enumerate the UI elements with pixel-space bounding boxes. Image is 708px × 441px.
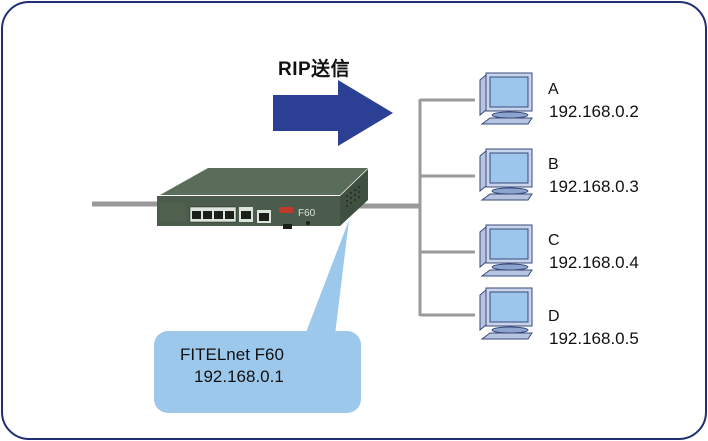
router-name: FITELnet F60 bbox=[180, 345, 284, 364]
pc-a-label: A bbox=[548, 81, 559, 98]
pc-d-ip: 192.168.0.5 bbox=[549, 329, 639, 348]
pc-b-ip: 192.168.0.3 bbox=[549, 177, 639, 196]
pc-b-icon bbox=[479, 148, 533, 201]
router-icon: F60 bbox=[157, 168, 368, 229]
pc-c-icon bbox=[479, 224, 533, 277]
router-callout-text: FITELnet F60 192.168.0.1 bbox=[154, 344, 354, 388]
pc-b-label: B bbox=[548, 156, 559, 173]
pc-c-label: C bbox=[548, 232, 560, 249]
router-ip: 192.168.0.1 bbox=[194, 367, 284, 386]
rip-send-label: RIP送信 bbox=[278, 59, 351, 80]
rip-arrow-icon bbox=[273, 80, 393, 146]
pc-d-icon bbox=[479, 287, 533, 340]
pc-a-ip: 192.168.0.2 bbox=[549, 102, 639, 121]
pc-d-label: D bbox=[548, 308, 560, 325]
router-callout bbox=[154, 220, 361, 413]
pc-c-ip: 192.168.0.4 bbox=[549, 253, 639, 272]
pc-a-icon bbox=[479, 72, 533, 125]
router-model-badge: F60 bbox=[298, 208, 316, 219]
